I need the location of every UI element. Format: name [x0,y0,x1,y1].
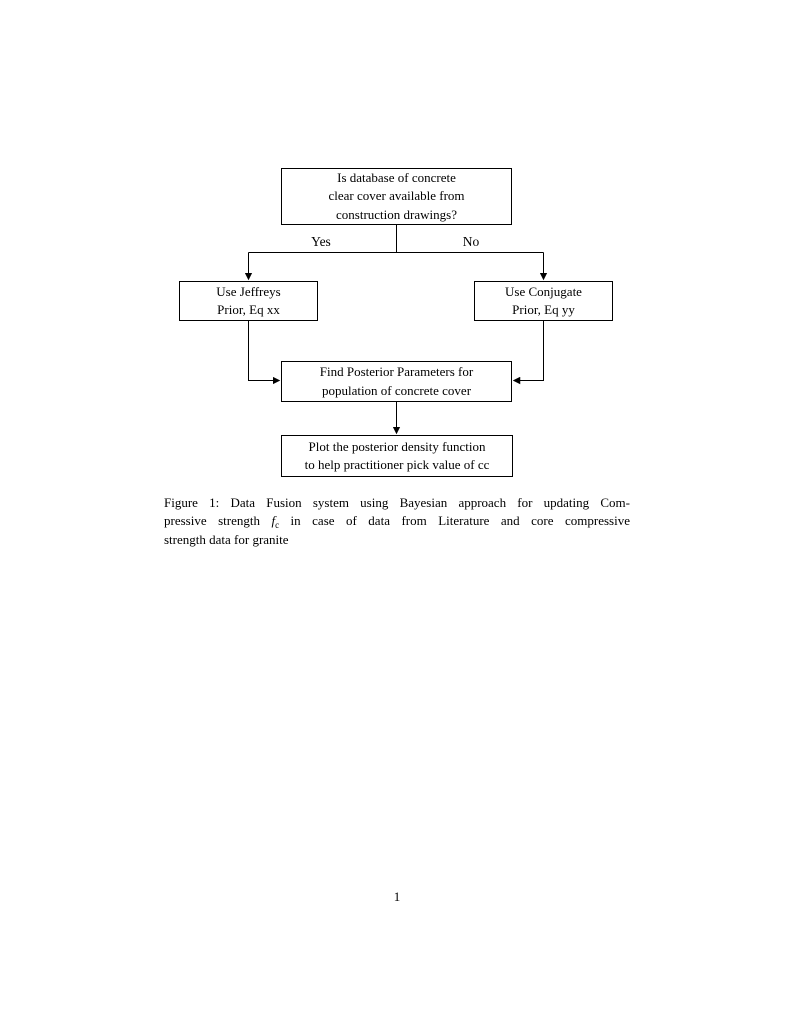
figure-caption-line-1: Figure 1: Data Fusion system using Bayes… [164,494,630,512]
flowchart-node-question: Is database of concrete clear cover avai… [281,168,512,225]
flowchart-edge-label-no: No [462,234,480,249]
caption-text: in case of data from Literature and core… [279,512,630,528]
caption-text: strength data for granite [164,532,289,547]
arrow-jeffreys-to-posterior-icon [248,321,281,385]
caption-text: pressive strength [164,512,272,528]
caption-text: Figure 1: Data Fusion system using Bayes… [164,495,630,510]
flowchart-node-posterior-parameters: Find Posterior Parameters for population… [281,361,512,402]
flowchart-node-plot-density: Plot the posterior density function to h… [281,435,513,477]
flowchart-edge-label-yes: Yes [311,234,331,249]
arrow-conjugate-to-posterior-icon [512,321,544,385]
figure-caption-line-3: strength data for granite [164,531,630,549]
caption-math-fc-base: f [271,512,276,528]
page-number: 1 [393,889,401,904]
figure-caption-line-2: pressive strength fc in case of data fro… [164,512,630,532]
caption-math-fc-subscript: c [275,519,280,530]
flowchart-node-jeffreys-prior: Use Jeffreys Prior, Eq xx [179,281,318,321]
flowchart-node-conjugate-prior: Use Conjugate Prior, Eq yy [474,281,613,321]
figure-caption: Figure 1: Data Fusion system using Bayes… [164,494,630,549]
